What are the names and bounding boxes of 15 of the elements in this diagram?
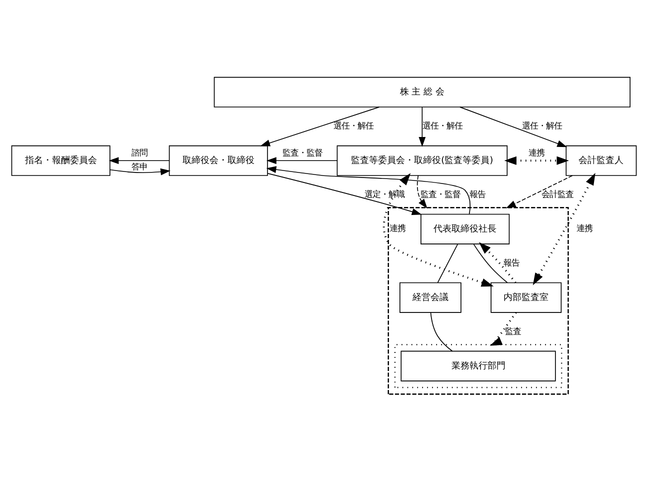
edge-label: 連携: [389, 223, 406, 234]
edge-label: 連携: [576, 223, 593, 234]
edge-label: 選定・解職: [364, 188, 405, 199]
edge-label: 諮問: [132, 148, 148, 158]
edge-label: 監査: [504, 326, 521, 336]
edge-label: 監査・監督: [420, 188, 461, 199]
edge-label: 選任・解任: [333, 120, 374, 130]
edge-label: 会計監査: [541, 188, 574, 199]
edge-label: 答申: [132, 162, 148, 172]
edge-label: 報告: [503, 257, 520, 268]
edge-label: 選任・解任: [422, 120, 462, 130]
edge-label: 報告: [469, 188, 486, 199]
edge-label: 連携: [528, 148, 545, 158]
edge-label: 選任・解任: [522, 120, 562, 130]
edge-label: 監査・監督: [282, 148, 322, 158]
